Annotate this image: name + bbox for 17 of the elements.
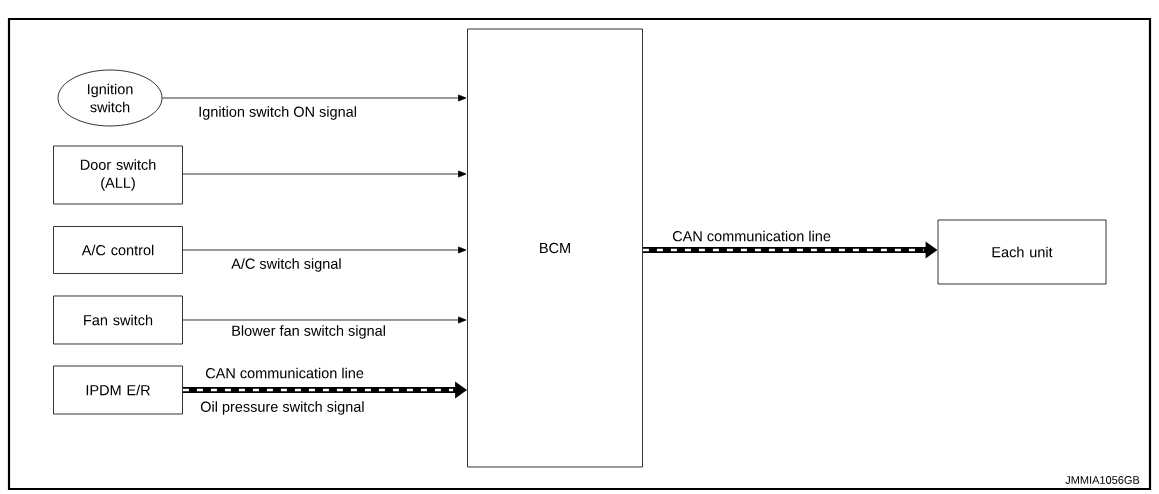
edge-label: Blower fan switch signal [230,324,387,340]
arrow [182,170,467,178]
arrow [182,246,467,254]
arrow [162,94,467,102]
arrow [182,316,467,324]
edge-label: CAN communication line [204,366,365,380]
unit-box: Door switch (ALL) [53,145,183,205]
unit-box: Fan switch [53,295,183,345]
figure-code: JMMIA1056GB [1065,476,1140,484]
unit-box: Each unit [937,219,1107,285]
signal-label: Oil pressure switch signal [200,401,364,415]
edge-label: Ignition switch ON signal [197,105,358,121]
unit-box: A/C control [53,226,183,274]
edge-label: CAN communication line [671,229,832,243]
edge-label: A/C switch signal [230,257,343,273]
control-module-box: BCM [467,28,643,468]
unit-box: IPDM E/R [53,365,183,415]
